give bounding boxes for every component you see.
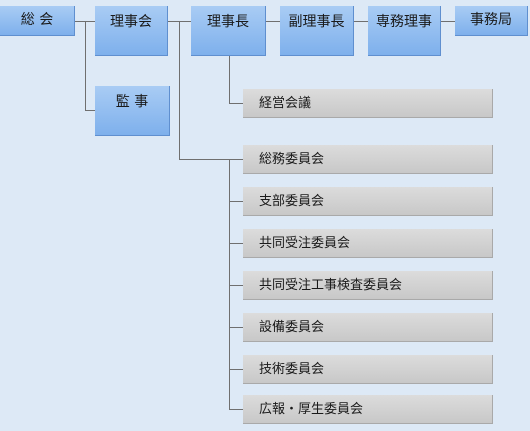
node-kanji: 監 事 <box>95 86 170 136</box>
connector-rijikai-committees-horizontal <box>179 159 243 160</box>
connector-kanji-vertical <box>85 21 86 111</box>
committee-setsubi: 設備委員会 <box>243 313 493 342</box>
node-rijicho-label: 理事長 <box>207 14 249 30</box>
node-kanji-label: 監 事 <box>115 94 149 110</box>
node-senmuriji-label: 専務理事 <box>376 14 432 30</box>
committee-keiei: 経営会議 <box>243 89 493 118</box>
connector-rijicho-fukurijicho <box>266 21 280 22</box>
committee-gijutsu-label: 技術委員会 <box>259 362 325 377</box>
node-soukai: 総 会 <box>0 6 75 36</box>
committee-somu: 総務委員会 <box>243 145 493 174</box>
committee-setsubi-label: 設備委員会 <box>259 320 325 335</box>
committee-kyodo-juchu-label: 共同受注委員会 <box>259 236 351 251</box>
committee-shibu-label: 支部委員会 <box>259 194 325 209</box>
committee-koho-label: 広報・厚生委員会 <box>259 402 364 417</box>
committee-somu-label: 総務委員会 <box>259 152 325 167</box>
committee-koho: 広報・厚生委員会 <box>243 395 493 424</box>
node-jimukyoku-label: 事務局 <box>470 12 512 28</box>
connector-senmuriji-jimukyoku <box>441 21 455 22</box>
node-rijikai-label: 理事会 <box>110 14 152 30</box>
connector-koho <box>229 409 243 410</box>
committee-keiei-label: 経営会議 <box>259 96 312 111</box>
node-rijicho: 理事長 <box>191 6 266 56</box>
committee-kyodo-koji: 共同受注工事検査委員会 <box>243 271 493 300</box>
node-jimukyoku: 事務局 <box>455 6 528 36</box>
committee-kyodo-juchu: 共同受注委員会 <box>243 229 493 258</box>
connector-fukurijicho-senmuriji <box>354 21 368 22</box>
node-fukurijicho-label: 副理事長 <box>288 14 345 30</box>
connector-setsubi <box>229 327 243 328</box>
connector-gijutsu <box>229 369 243 370</box>
connector-kanji-horizontal <box>85 110 95 111</box>
connector-kyodo-juchu <box>229 243 243 244</box>
connector-committees-spine <box>229 159 230 410</box>
connector-rijicho-keiei-horizontal <box>229 103 243 104</box>
committee-shibu: 支部委員会 <box>243 187 493 216</box>
node-fukurijicho: 副理事長 <box>280 6 354 56</box>
connector-rijicho-keiei-vertical <box>229 56 230 104</box>
connector-kyodo-koji <box>229 285 243 286</box>
committee-gijutsu: 技術委員会 <box>243 355 493 384</box>
node-soukai-label: 総 会 <box>20 12 54 28</box>
connector-rijikai-committees-vertical <box>179 21 180 160</box>
node-senmuriji: 専務理事 <box>368 6 441 56</box>
committee-kyodo-koji-label: 共同受注工事検査委員会 <box>259 278 403 293</box>
node-rijikai: 理事会 <box>95 6 168 56</box>
connector-shibu <box>229 201 243 202</box>
